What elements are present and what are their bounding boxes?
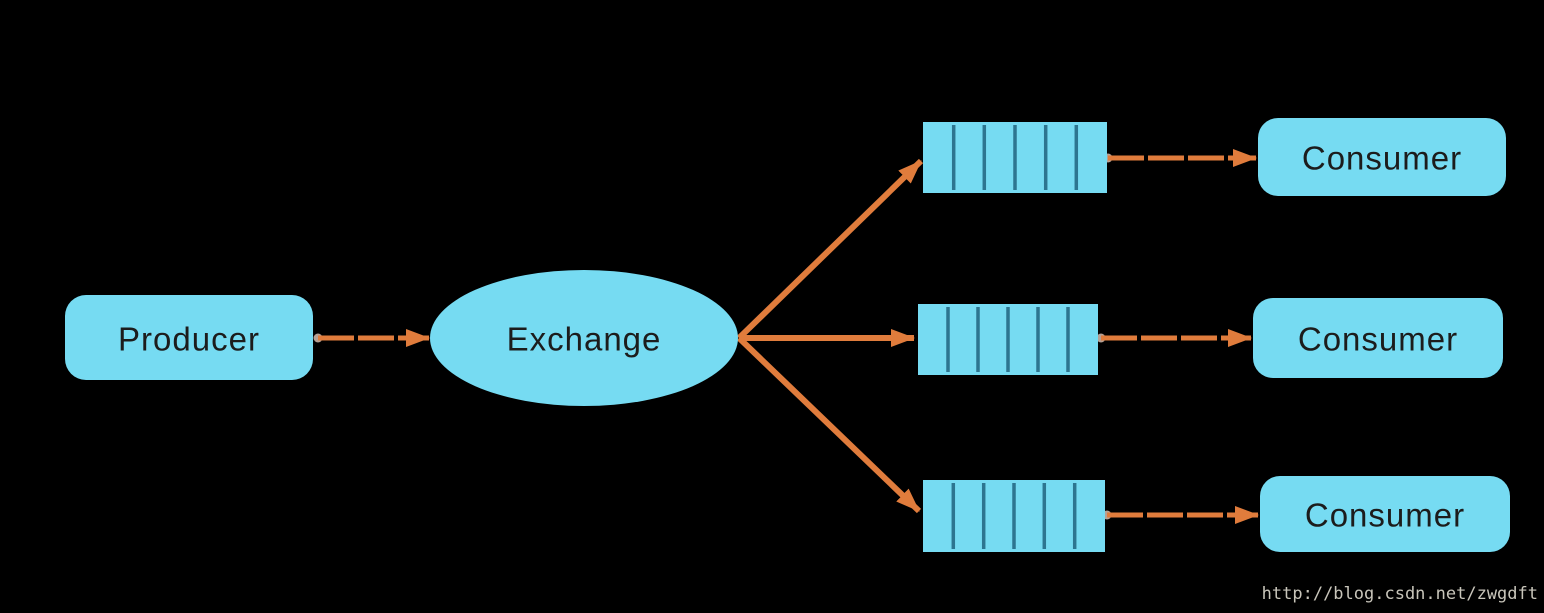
consumer-node-3: Consumer xyxy=(1260,476,1510,552)
producer-label: Producer xyxy=(118,321,260,358)
edge-producer-exchange xyxy=(313,329,430,347)
producer-shape xyxy=(65,295,313,380)
queue-3 xyxy=(923,480,1105,552)
consumer-label: Consumer xyxy=(1305,497,1465,534)
queue-1 xyxy=(923,122,1107,193)
consumer-node-1: Consumer xyxy=(1258,118,1506,196)
consumer-label: Consumer xyxy=(1302,140,1462,177)
arrow-line xyxy=(736,335,922,514)
edge-queue-3-consumer-3 xyxy=(1102,506,1259,524)
edge-queue-1-consumer-1 xyxy=(1103,149,1257,167)
consumer-shape xyxy=(1253,298,1503,378)
watermark-text: http://blog.csdn.net/zwgdft xyxy=(1262,584,1538,604)
consumer-shape xyxy=(1260,476,1510,552)
queue-2 xyxy=(918,304,1098,375)
producer-node: Producer xyxy=(65,295,313,380)
edge-queue-2-consumer-2 xyxy=(1096,329,1252,347)
arrow-line xyxy=(736,158,924,341)
exchange-label: Exchange xyxy=(507,321,662,358)
exchange-shape xyxy=(430,270,738,406)
consumer-shape xyxy=(1258,118,1506,196)
consumer-node-2: Consumer xyxy=(1253,298,1503,378)
exchange-node: Exchange xyxy=(430,270,738,406)
edge-exchange-queue-1 xyxy=(736,158,924,341)
edge-exchange-queue-3 xyxy=(736,335,922,514)
consumer-label: Consumer xyxy=(1298,321,1458,358)
